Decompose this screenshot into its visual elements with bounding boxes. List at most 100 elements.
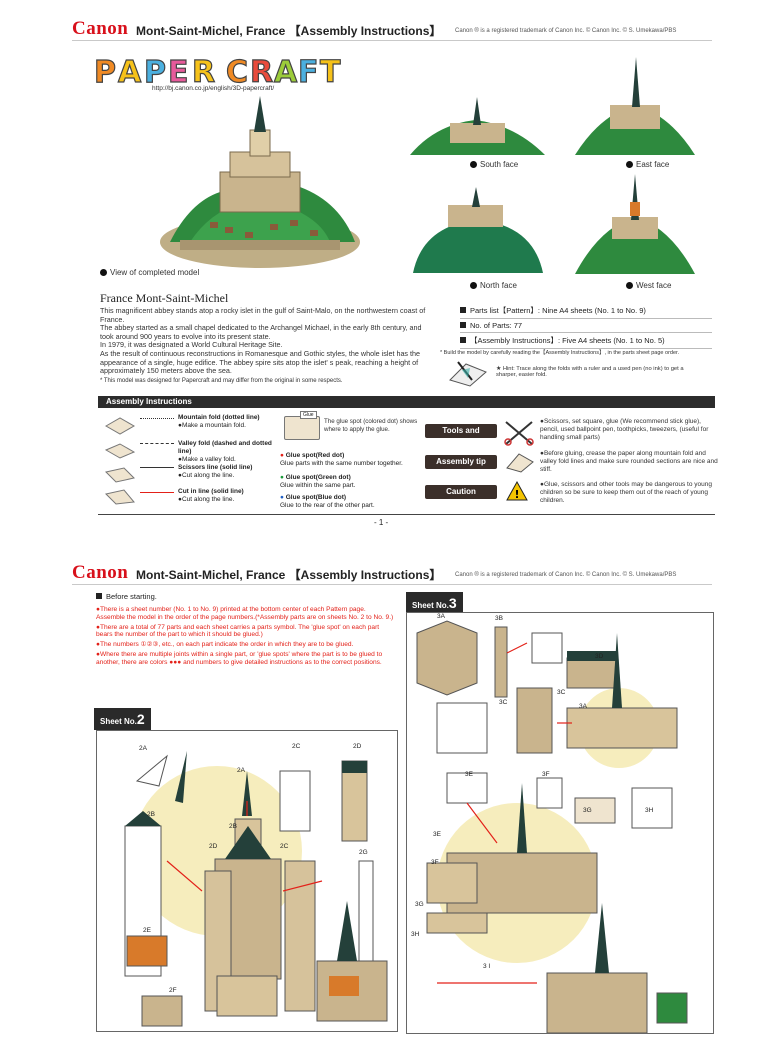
- caption-completed: View of completed model: [100, 268, 199, 277]
- svg-text:F: F: [298, 55, 319, 88]
- page1-bottom-rule: [98, 514, 715, 515]
- square-bullet: [96, 593, 102, 599]
- glue-spot-desc: Glue parts with the same number together…: [280, 459, 403, 467]
- caption-south: South face: [470, 160, 518, 169]
- sheet-2-frame: 2A 2B 2C 2D 2E 2F 2G 2A 2B 2C 2D: [96, 730, 398, 1032]
- fold-title: Valley fold (dashed and dotted line): [178, 440, 272, 455]
- part-label: 3A: [437, 613, 445, 620]
- svg-text:C: C: [226, 55, 248, 88]
- svg-text:P: P: [94, 55, 116, 88]
- part-label: 3H: [411, 931, 420, 938]
- page-1: Canon Mont-Saint-Michel, France 【Assembl…: [72, 18, 718, 527]
- legal-notice: Canon ® is a registered trademark of Can…: [455, 28, 677, 34]
- blue-dot-icon: ●: [280, 494, 286, 501]
- glue-spot-title: ● Glue spot(Green dot): [280, 474, 351, 481]
- sheet-2-diagram: [124, 751, 388, 1027]
- part-label: 2D: [353, 743, 362, 750]
- hint-illustration: [448, 358, 488, 388]
- legal-notice: Canon ® is a registered trademark of Can…: [455, 572, 677, 578]
- square-bullet: [460, 307, 466, 313]
- fold-desc: ●Cut along the line.: [178, 496, 235, 503]
- build-note: * Build the model by carefully reading t…: [440, 350, 680, 356]
- svg-text:R: R: [250, 55, 273, 88]
- tools-label: Tools and materials: [425, 424, 497, 449]
- fold-title: Cut in line (solid line): [178, 488, 244, 495]
- svg-text:T: T: [320, 55, 341, 88]
- tools-text: ●Scissors, set square, glue (We recommen…: [540, 418, 709, 441]
- green-dot-icon: ●: [280, 474, 286, 481]
- svg-text:P: P: [144, 55, 166, 88]
- fold-desc: ●Make a mountain fold.: [178, 422, 246, 429]
- header-rule: [72, 584, 712, 585]
- before-title: Before starting.: [96, 592, 157, 601]
- canon-logo: Canon: [72, 562, 129, 583]
- part-label: 2E: [143, 927, 151, 934]
- assembly-bar: Assembly Instructions: [98, 396, 715, 408]
- part-label: 3E: [433, 831, 441, 838]
- glue-spot-desc: Glue to the rear of the other part.: [280, 501, 375, 509]
- page-title: Mont-Saint-Michel, France 【Assembly Inst…: [136, 568, 442, 582]
- part-label: 3 I: [483, 963, 491, 970]
- scissors-icon: [502, 418, 538, 448]
- glue-icon: [284, 416, 320, 440]
- sheet-3-diagram: [416, 620, 688, 1034]
- part-label: 3C: [557, 689, 566, 696]
- part-label: 3H: [645, 807, 654, 814]
- valley-line: [140, 443, 174, 444]
- svg-text:!: !: [514, 488, 519, 501]
- cut-in-line: [140, 492, 174, 493]
- completed-model-image: [150, 92, 365, 272]
- scissors-line: [140, 467, 174, 468]
- part-label: 2A: [139, 745, 147, 752]
- parts-info-row: No. of Parts: 77: [460, 319, 712, 333]
- caution-text: ●Glue, scissors and other tools may be d…: [540, 481, 712, 504]
- fold-tip-icon: [505, 450, 535, 474]
- svg-text:A: A: [274, 55, 298, 88]
- rule-item: ●The numbers ①②③, etc., on each part ind…: [96, 641, 354, 649]
- page-title: Mont-Saint-Michel, France 【Assembly Inst…: [136, 24, 442, 38]
- papercraft-url[interactable]: http://bj.canon.co.jp/english/3D-papercr…: [152, 85, 275, 92]
- designed-note: * This model was designed for Papercraft…: [100, 377, 343, 384]
- tip-text: ●Before gluing, crease the paper along m…: [540, 450, 718, 473]
- rule-item: ●There are a total of 77 parts and each …: [96, 623, 380, 639]
- fold-icons: [104, 417, 136, 505]
- section-heading: France Mont-Saint-Michel: [100, 291, 229, 305]
- part-label: 3F: [431, 859, 439, 866]
- part-label: 2B: [229, 823, 237, 830]
- papercraft-logo: P A P E R C R A F T: [92, 52, 342, 90]
- square-bullet: [460, 337, 466, 343]
- sheet-3-tag: Sheet No.3: [406, 592, 463, 614]
- part-label: 3E: [465, 771, 473, 778]
- page-number: - 1 -: [374, 518, 389, 527]
- glue-spot-title: ● Glue spot(Red dot): [280, 452, 345, 459]
- description-block: This magnificent abbey stands atop a roc…: [100, 306, 430, 385]
- caution-label: Caution: [425, 485, 497, 499]
- glue-legend: Glue The glue spot (colored dot) shows w…: [280, 411, 424, 514]
- north-face-image: [408, 185, 548, 280]
- bullet-dot: [470, 161, 477, 168]
- part-label: 2F: [169, 987, 177, 994]
- page-2: Canon Mont-Saint-Michel, France 【Assembl…: [0, 552, 768, 1034]
- glue-tag: Glue: [300, 411, 317, 419]
- glue-spot-title: ● Glue spot(Blue dot): [280, 494, 347, 501]
- header-rule: [72, 40, 712, 41]
- svg-text:E: E: [168, 55, 189, 88]
- part-label: 2A: [237, 767, 245, 774]
- rule-item: ●There is a sheet number (No. 1 to No. 9…: [96, 606, 394, 621]
- west-face-image: [570, 172, 700, 280]
- description-paragraph: In 1979, it was designated a World Cultu…: [100, 340, 283, 350]
- rules-list: ●There is a sheet number (No. 1 to No. 9…: [96, 606, 396, 667]
- sheet-2-tag: Sheet No.2: [94, 708, 151, 730]
- red-dot-icon: ●: [280, 452, 286, 459]
- fold-desc: ●Make a valley fold.: [178, 456, 236, 463]
- part-label: 2G: [359, 849, 368, 856]
- description-paragraph: This magnificent abbey stands atop a roc…: [100, 306, 426, 324]
- fold-title: Mountain fold (dotted line): [178, 414, 260, 421]
- part-label: 3C: [499, 699, 508, 706]
- svg-text:A: A: [118, 55, 142, 88]
- caption-north: North face: [470, 281, 517, 290]
- sheet-3-frame: 3A 3B 3C 3D 3A 3C 3E 3F 3G 3H 3E 3F 3G 3…: [406, 612, 714, 1034]
- parts-info-row: Parts list【Pattern】: Nine A4 sheets (No.…: [460, 304, 712, 319]
- square-bullet: [460, 322, 466, 328]
- canon-logo: Canon: [72, 18, 129, 39]
